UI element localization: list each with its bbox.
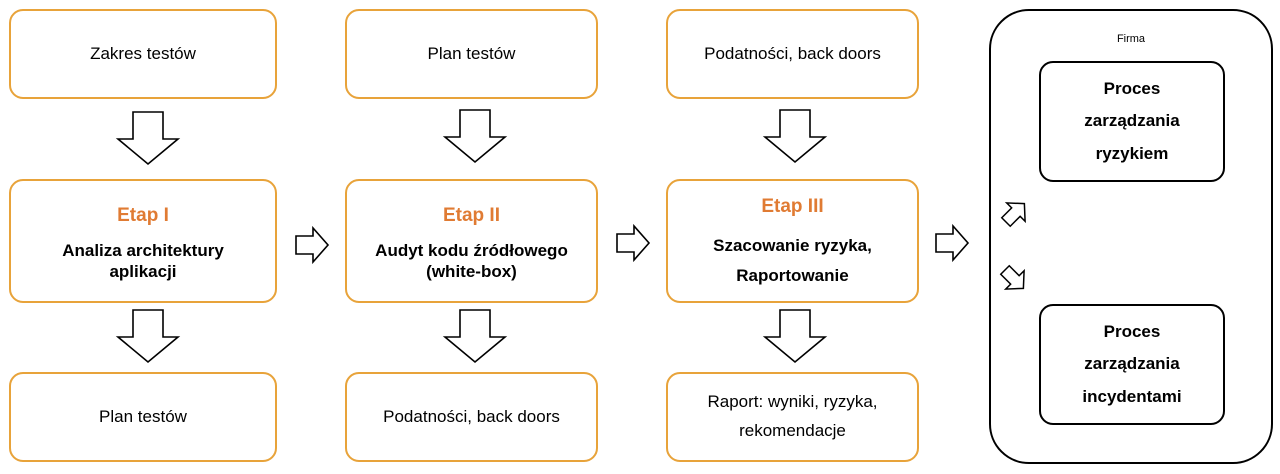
input-box-col2: Plan testów	[345, 9, 598, 99]
stage-box-etap-2: Etap II Audyt kodu źródłowego (white-box…	[345, 179, 598, 303]
arrow-down-right-icon	[999, 264, 1025, 290]
risk-process-line: Proces	[1103, 79, 1161, 99]
arrow-down-icon	[764, 309, 826, 363]
stage-desc-etap-3: Szacowanie ryzyka, Raportowanie	[713, 231, 872, 291]
input-box-col1: Zakres testów	[9, 9, 277, 99]
incident-process-line: Proces	[1103, 322, 1161, 342]
input-text-col2: Plan testów	[427, 43, 516, 63]
stage-desc-etap-2: Audyt kodu źródłowego (white-box)	[375, 240, 568, 283]
stage-box-etap-3: Etap III Szacowanie ryzyka, Raportowanie	[666, 179, 919, 303]
arrow-down-icon	[117, 309, 179, 363]
stage-desc-line: Audyt kodu źródłowego	[375, 240, 568, 260]
arrow-right-icon	[935, 225, 969, 261]
stage-desc-line: Szacowanie ryzyka,	[713, 236, 872, 256]
arrow-up-right-icon	[1000, 202, 1026, 228]
stage-desc-line: Raportowanie	[736, 266, 849, 286]
stage-box-etap-1: Etap I Analiza architektury aplikacji	[9, 179, 277, 303]
stage-desc-line: Analiza architektury	[62, 240, 224, 260]
arrow-down-icon	[444, 309, 506, 363]
input-box-col3: Podatności, back doors	[666, 9, 919, 99]
stage-title-etap-3: Etap III	[761, 196, 824, 218]
risk-process-line: ryzykiem	[1095, 143, 1169, 163]
output-box-col1: Plan testów	[9, 372, 277, 462]
incident-process-line: incydentami	[1082, 386, 1182, 406]
stage-desc-etap-1: Analiza architektury aplikacji	[62, 240, 224, 283]
output-text-col3-line: rekomendacje	[739, 421, 846, 440]
arrow-down-icon	[764, 109, 826, 163]
risk-process-box: Proces zarządzania ryzykiem	[1039, 61, 1225, 182]
output-box-col3: Raport: wyniki, ryzyka, rekomendacje	[666, 372, 919, 462]
stage-desc-line: aplikacji	[109, 262, 177, 282]
stage-title-etap-2: Etap II	[442, 204, 500, 226]
stage-desc-line: (white-box)	[426, 262, 517, 282]
output-box-col2: Podatności, back doors	[345, 372, 598, 462]
arrow-down-icon	[444, 109, 506, 163]
firma-label: Firma	[1116, 33, 1146, 45]
arrow-right-icon	[616, 225, 650, 261]
input-text-col1: Zakres testów	[90, 43, 196, 63]
incident-process-line: zarządzania	[1084, 354, 1180, 374]
output-text-col2: Podatności, back doors	[383, 406, 560, 426]
firma-container: Firma Proces zarządzania ryzykiem Proces…	[989, 9, 1273, 464]
input-text-col3: Podatności, back doors	[704, 43, 881, 63]
stage-title-etap-1: Etap I	[117, 204, 169, 226]
output-text-col3-line: Raport: wyniki, ryzyka,	[707, 392, 878, 412]
arrow-right-icon	[295, 227, 329, 263]
risk-process-line: zarządzania	[1084, 111, 1180, 131]
arrow-down-icon	[117, 111, 179, 165]
output-text-col1: Plan testów	[99, 406, 187, 426]
incident-process-box: Proces zarządzania incydentami	[1039, 304, 1225, 425]
